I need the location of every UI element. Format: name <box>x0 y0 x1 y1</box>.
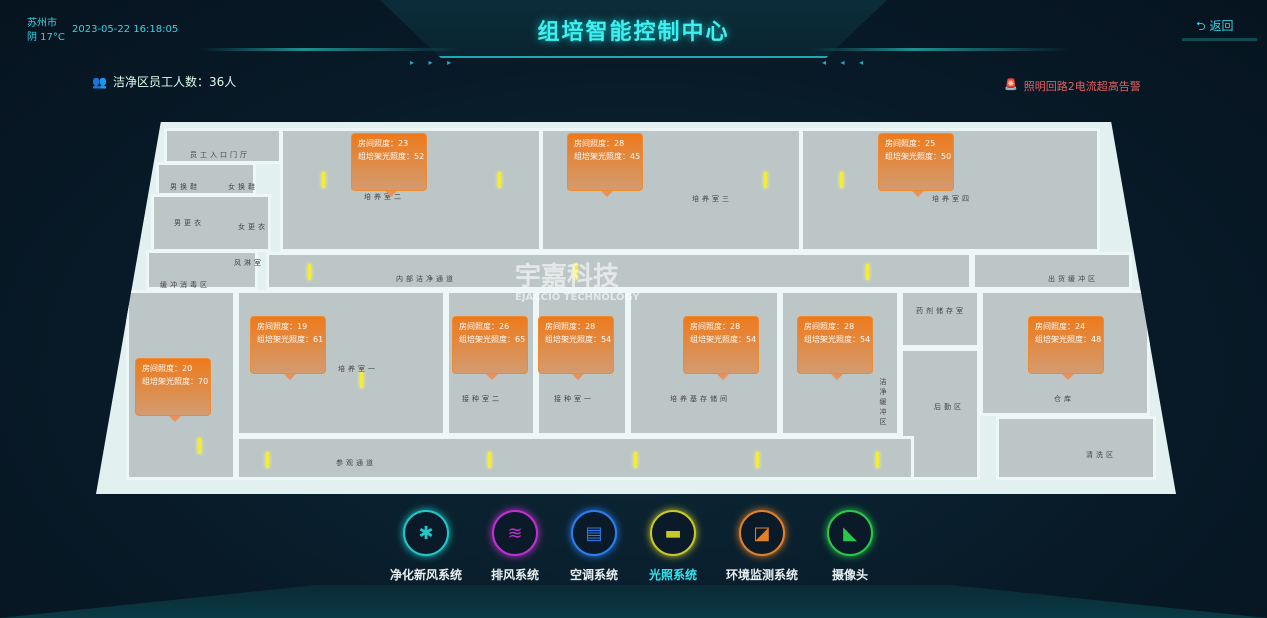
header-line-right <box>810 48 1070 51</box>
room-label: 培养室四 <box>932 195 972 203</box>
room-label: 接种室二 <box>462 395 502 403</box>
room-label: 后勤区 <box>934 403 964 411</box>
alarm-message[interactable]: 🚨 照明回路2电流超高告警 <box>1004 78 1141 94</box>
room-label: 洁净缓冲区 <box>879 378 887 428</box>
nav-ac[interactable]: ▤ 空调系统 <box>544 510 644 583</box>
system-icon: ◣ <box>827 510 873 556</box>
weather-text: 阴 17°C <box>27 32 65 43</box>
nav-env-monitor[interactable]: ◪ 环境监测系统 <box>712 510 812 583</box>
nav-label: 摄像头 <box>831 568 868 582</box>
room-label: 风淋室 <box>234 259 264 267</box>
nav-fresh-air[interactable]: ✱ 净化新风系统 <box>376 510 476 583</box>
divider <box>1182 38 1257 41</box>
system-icon: ◪ <box>739 510 785 556</box>
room-label: 男换鞋 <box>170 183 200 191</box>
footer-bar <box>0 585 1267 618</box>
staff-count: 👥 洁净区员工人数：36人 <box>92 73 236 90</box>
room-label: 内部洁净通道 <box>396 275 456 283</box>
room-label: 培养室三 <box>692 195 732 203</box>
weather: 苏州市阴 17°C <box>27 17 65 45</box>
room-label: 缓冲消毒区 <box>160 281 210 289</box>
room-label: 男更衣 <box>174 219 204 227</box>
header-line-left <box>200 48 460 51</box>
users-icon: 👥 <box>92 74 107 89</box>
room-label: 接种室一 <box>554 395 594 403</box>
staff-label: 洁净区员工人数：36人 <box>112 75 237 89</box>
room-label: 清洗区 <box>1086 451 1116 459</box>
system-icon: ▬ <box>650 510 696 556</box>
nav-label: 净化新风系统 <box>389 568 462 582</box>
nav-label: 光照系统 <box>648 568 697 582</box>
nav-label: 排风系统 <box>490 568 539 582</box>
room-label: 培养基存储间 <box>670 395 730 403</box>
room-label: 参观通道 <box>336 459 376 467</box>
alarm-text: 照明回路2电流超高告警 <box>1023 80 1141 93</box>
nav-lighting[interactable]: ▬ 光照系统 <box>623 510 723 583</box>
room-label: 员工入口门厅 <box>190 151 250 159</box>
back-button[interactable]: ⮌ 返回 <box>1196 17 1233 38</box>
nav-camera[interactable]: ◣ 摄像头 <box>800 510 900 583</box>
room-label: 出货缓冲区 <box>1048 275 1098 283</box>
system-icon: ✱ <box>403 510 449 556</box>
nav-label: 空调系统 <box>569 568 618 582</box>
room-label: 药剂储存室 <box>916 307 966 315</box>
system-icon: ≋ <box>492 510 538 556</box>
room-label: 女更衣 <box>238 223 268 231</box>
nav-label: 环境监测系统 <box>725 568 798 582</box>
back-label: 返回 <box>1209 19 1234 33</box>
room-label: 仓库 <box>1054 395 1074 403</box>
datetime: 2023-05-22 16:18:05 <box>72 24 179 35</box>
city: 苏州市 <box>27 18 57 29</box>
alarm-icon: 🚨 <box>1004 78 1018 91</box>
back-icon: ⮌ <box>1196 19 1210 33</box>
room-label: 女换鞋 <box>228 183 258 191</box>
system-icon: ▤ <box>571 510 617 556</box>
room-label: 培养室一 <box>338 365 378 373</box>
header-banner <box>380 0 887 58</box>
nav-exhaust[interactable]: ≋ 排风系统 <box>465 510 565 583</box>
room-label: 培养室二 <box>364 193 404 201</box>
arrows-left-icon: ▸ ▸ ▸ <box>410 58 458 67</box>
arrows-right-icon: ◂ ◂ ◂ <box>822 58 870 67</box>
page-title: 组培智能控制中心 <box>537 20 730 45</box>
